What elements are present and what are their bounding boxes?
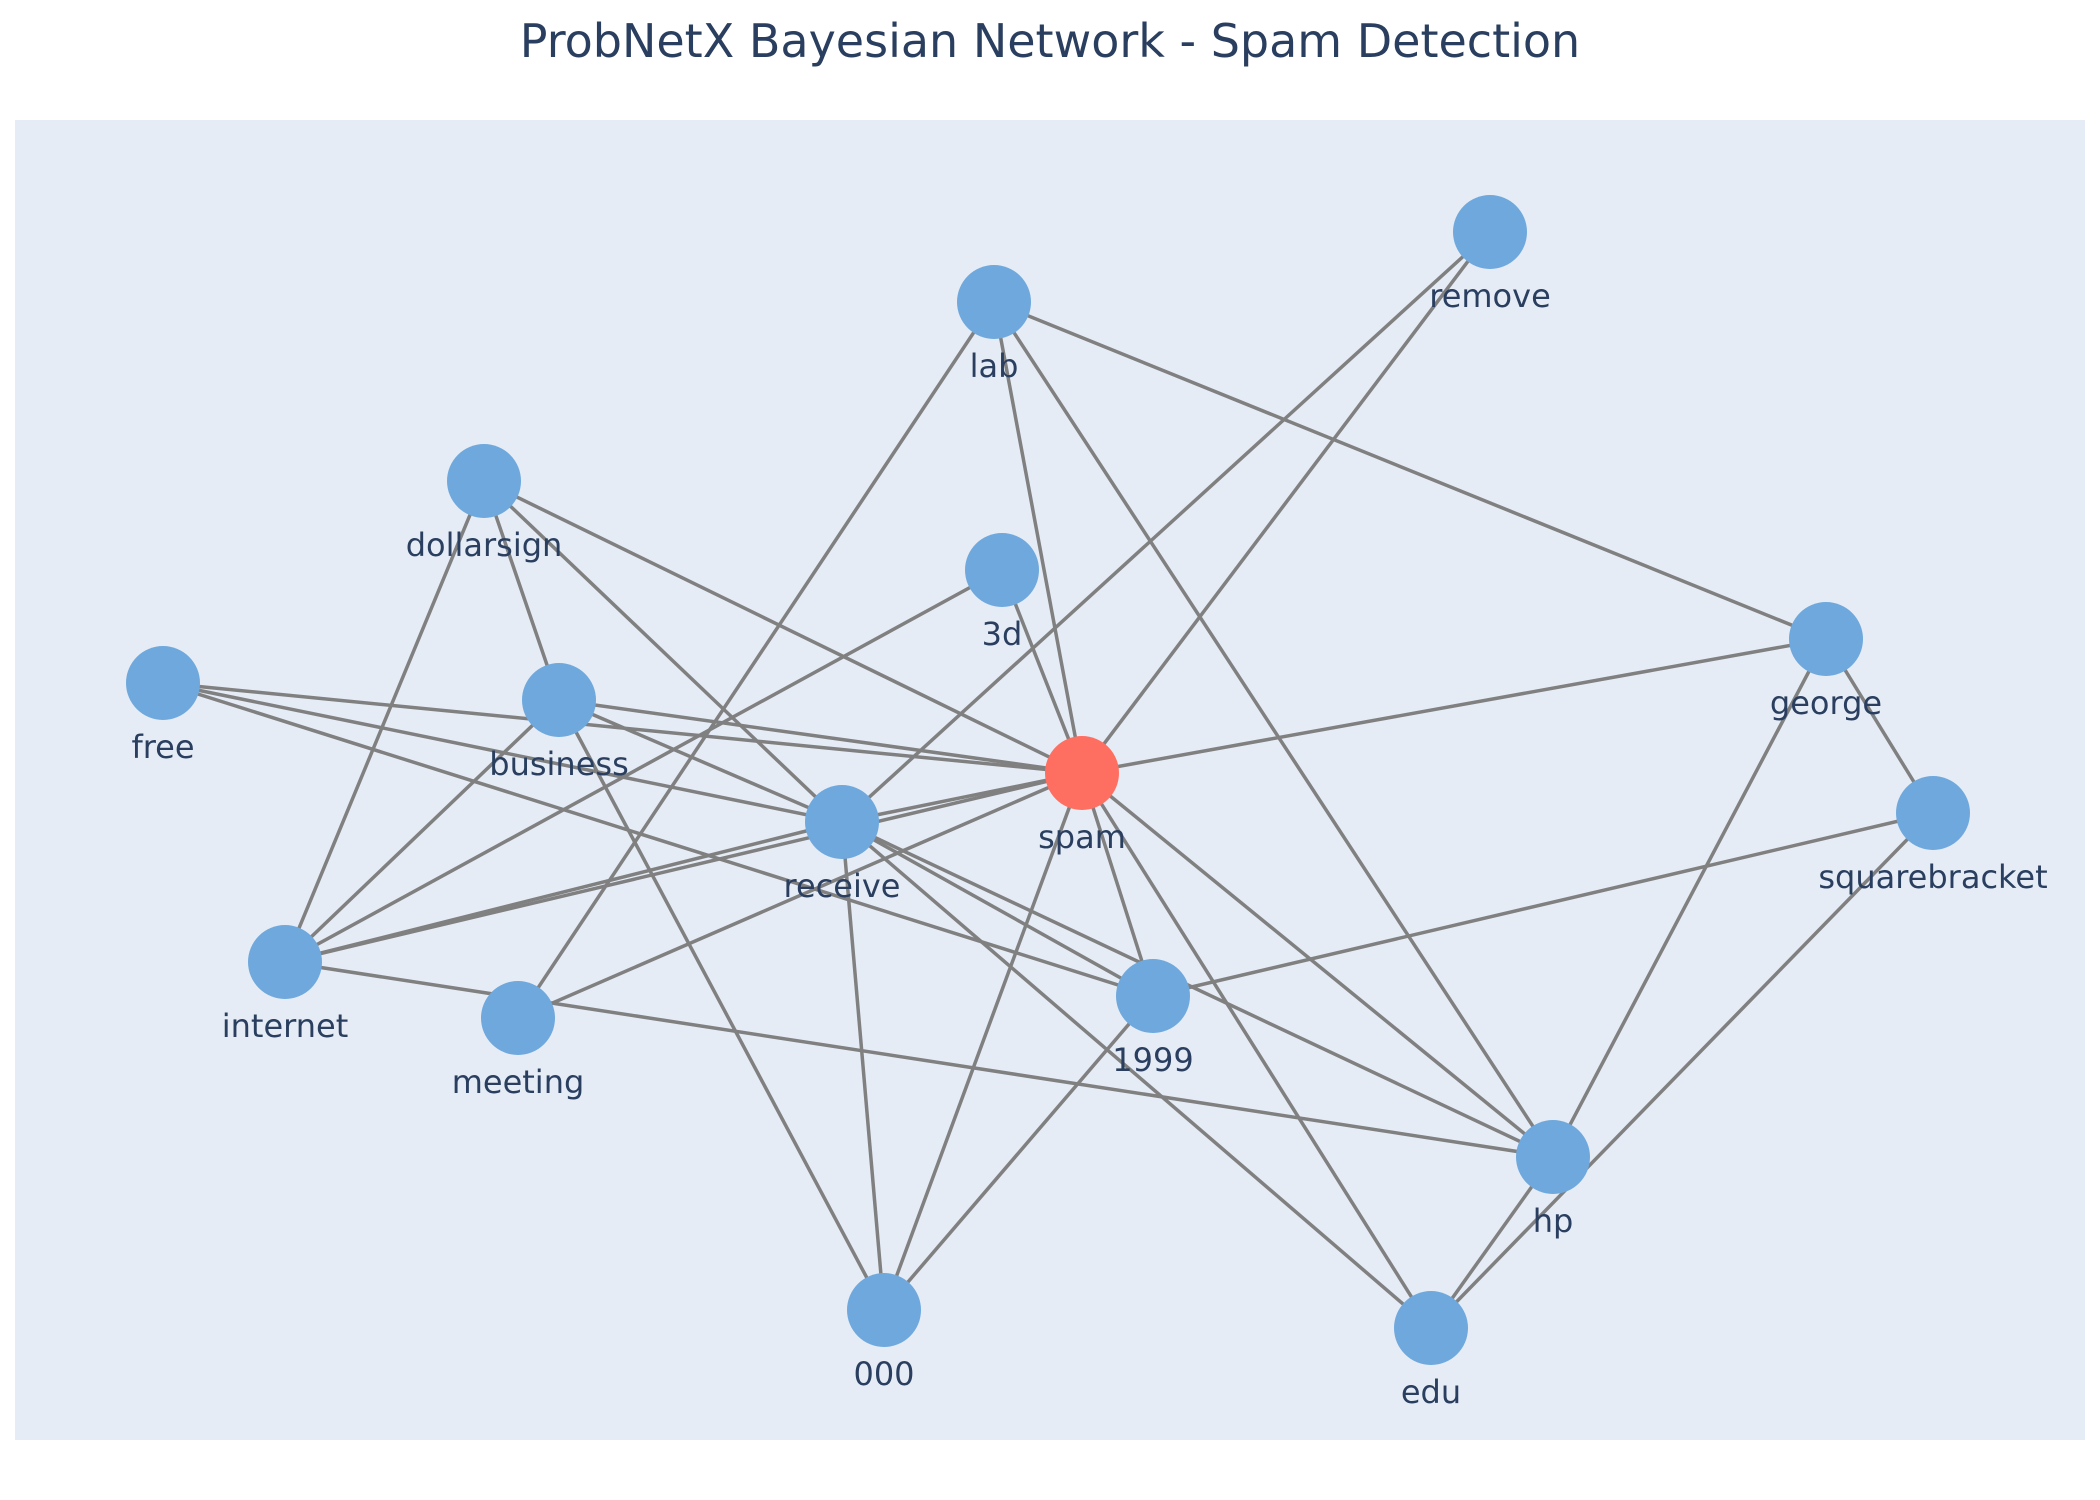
edge-george-hp — [1551, 638, 1828, 1158]
node-marker-000[interactable] — [847, 1273, 921, 1347]
edge-business-internet — [283, 698, 561, 964]
node-meeting[interactable]: meeting — [452, 981, 585, 1101]
node-3d[interactable]: 3d — [965, 533, 1039, 653]
node-label-meeting: meeting — [452, 1063, 585, 1101]
edge-business-receive — [558, 698, 843, 824]
node-lab[interactable]: lab — [957, 265, 1031, 385]
node-free[interactable]: free — [126, 646, 200, 766]
node-marker-dollarsign[interactable] — [447, 444, 521, 518]
node-marker-business[interactable] — [522, 663, 596, 737]
chart-title: ProbNetX Bayesian Network - Spam Detecti… — [519, 14, 1581, 68]
node-label-hp: hp — [1533, 1202, 1574, 1240]
node-hp[interactable]: hp — [1516, 1120, 1590, 1240]
node-marker-meeting[interactable] — [481, 981, 555, 1055]
node-marker-squarebracket[interactable] — [1896, 776, 1970, 850]
edge-spam-internet — [284, 771, 1083, 964]
node-marker-receive[interactable] — [805, 785, 879, 859]
node-label-business: business — [489, 745, 628, 783]
edge-spam-dollarsign — [483, 479, 1083, 775]
edge-spam-lab — [992, 301, 1084, 774]
edge-business-000 — [557, 699, 886, 1311]
node-label-george: george — [1770, 684, 1882, 722]
node-remove[interactable]: remove — [1429, 195, 1551, 315]
node-dollarsign[interactable]: dollarsign — [406, 444, 563, 564]
edge-3d-internet — [284, 568, 1003, 964]
edge-spam-george — [1081, 637, 1827, 775]
node-marker-remove[interactable] — [1453, 195, 1527, 269]
edge-lab-hp — [992, 301, 1555, 1158]
edge-spam-hp — [1080, 771, 1555, 1159]
edge-free-1999 — [162, 681, 1154, 998]
edge-1999-squarebracket — [1152, 811, 1934, 998]
node-marker-hp[interactable] — [1516, 1120, 1590, 1194]
node-label-squarebracket: squarebracket — [1818, 858, 2047, 896]
edge-receive-internet — [284, 820, 843, 964]
node-label-free: free — [131, 728, 194, 766]
edge-spam-meeting — [517, 771, 1083, 1020]
edge-dollarsign-business — [482, 480, 561, 701]
node-marker-edu[interactable] — [1394, 1291, 1468, 1365]
node-spam[interactable]: spam — [1038, 736, 1126, 856]
edge-receive-edu — [840, 820, 1433, 1330]
edge-receive-1999 — [841, 820, 1154, 998]
node-george[interactable]: george — [1770, 602, 1882, 722]
node-squarebracket[interactable]: squarebracket — [1818, 776, 2048, 896]
edge-lab-meeting — [516, 301, 996, 1019]
node-label-internet: internet — [222, 1007, 349, 1045]
edge-lab-george — [993, 300, 1827, 641]
node-marker-free[interactable] — [126, 646, 200, 720]
node-marker-internet[interactable] — [248, 925, 322, 999]
node-label-lab: lab — [970, 347, 1019, 385]
node-layer: spam remove lab dollarsign 3d george free busin… — [126, 195, 2048, 1411]
edge-layer — [162, 230, 1935, 1330]
node-marker-lab[interactable] — [957, 265, 1031, 339]
edge-dollarsign-internet — [283, 480, 486, 963]
edge-squarebracket-edu — [1429, 811, 1935, 1330]
node-label-dollarsign: dollarsign — [406, 526, 563, 564]
edge-remove-receive — [840, 230, 1492, 824]
node-receive[interactable]: receive — [784, 785, 901, 905]
node-1999[interactable]: 1999 — [1112, 959, 1194, 1079]
node-edu[interactable]: edu — [1394, 1291, 1468, 1411]
node-business[interactable]: business — [489, 663, 629, 783]
node-label-1999: 1999 — [1112, 1041, 1193, 1079]
node-label-3d: 3d — [982, 615, 1023, 653]
edge-receive-hp — [841, 820, 1554, 1159]
edge-1999-000 — [882, 994, 1155, 1312]
node-label-remove: remove — [1429, 277, 1551, 315]
edge-receive-000 — [840, 821, 886, 1311]
node-marker-spam[interactable] — [1045, 736, 1119, 810]
node-marker-george[interactable] — [1789, 602, 1863, 676]
node-000[interactable]: 000 — [847, 1273, 921, 1393]
node-label-receive: receive — [784, 867, 901, 905]
edge-spam-edu — [1080, 772, 1433, 1329]
edge-spam-1999 — [1080, 772, 1155, 997]
node-label-spam: spam — [1038, 818, 1126, 856]
node-internet[interactable]: internet — [222, 925, 349, 1045]
node-label-edu: edu — [1401, 1373, 1461, 1411]
node-marker-1999[interactable] — [1116, 959, 1190, 1033]
edge-dollarsign-receive — [482, 479, 844, 824]
edge-spam-business — [558, 698, 1083, 775]
edge-spam-remove — [1080, 230, 1492, 775]
node-label-000: 000 — [853, 1355, 914, 1393]
node-marker-3d[interactable] — [965, 533, 1039, 607]
edge-spam-000 — [882, 772, 1084, 1311]
